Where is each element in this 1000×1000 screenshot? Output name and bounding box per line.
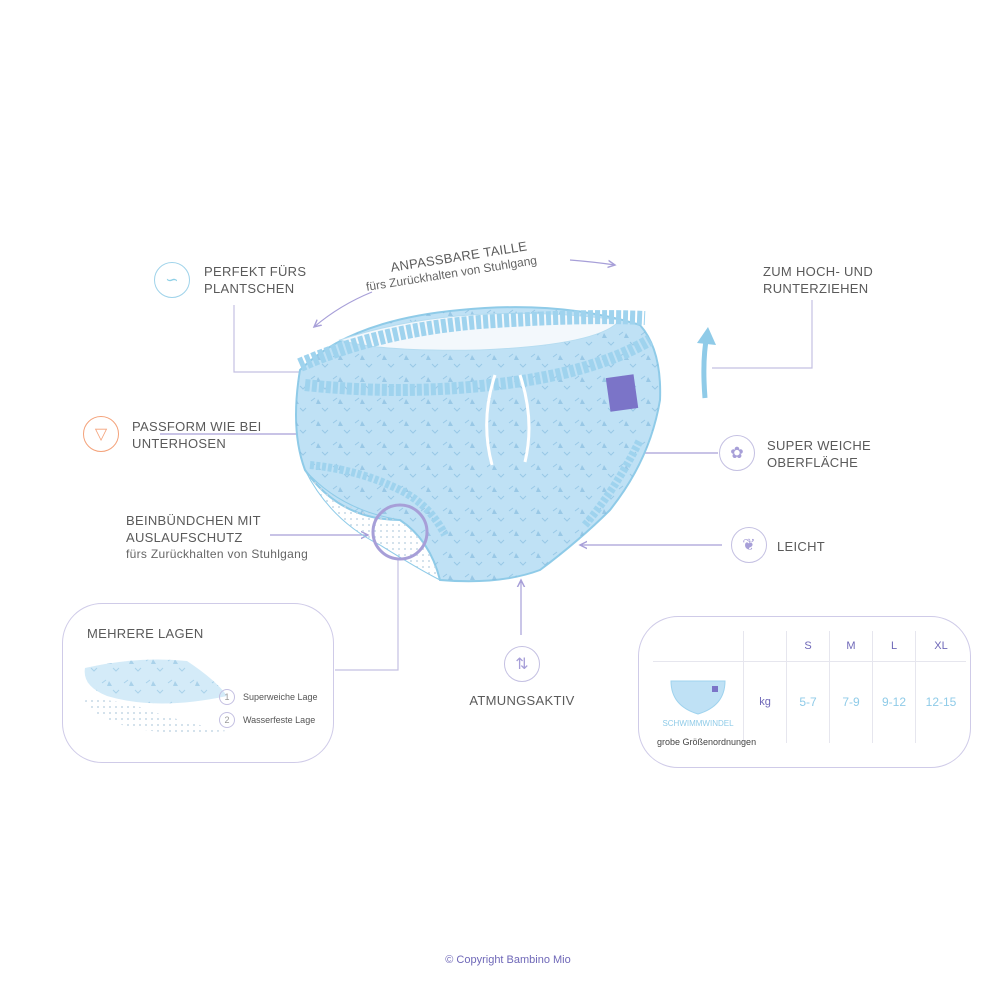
layer-item: 2 Wasserfeste Lage (219, 712, 318, 728)
arrow-taille-right (569, 259, 615, 265)
oberflaeche-line1: SUPER WEICHE (767, 438, 872, 453)
feature-leicht: LEICHT (777, 539, 826, 554)
size-header: XL (915, 631, 966, 661)
layer-label: Superweiche Lage (243, 692, 318, 702)
size-table: S M L XL SCHWIMMWINDEL kg 5-7 7-9 9-12 1… (653, 631, 966, 743)
passform-line2: UNTERHOSEN (132, 436, 227, 451)
layer-label: Wasserfeste Lage (243, 715, 316, 725)
beinbuendchen-subtitle: fürs Zurückhalten von Stuhlgang (126, 547, 309, 561)
leg-cuff-highlight (371, 503, 429, 561)
size-header: L (872, 631, 916, 661)
layers-panel: MEHRERE LAGEN 1 Superweiche Lage 2 Wasse… (62, 603, 334, 763)
unit-label: kg (743, 661, 787, 743)
size-note: grobe Größenordnungen (657, 737, 757, 747)
feature-atmungsaktiv: ATMUNGSAKTIV (469, 693, 575, 708)
arrow-up-icon (701, 334, 710, 399)
feature-passform: PASSFORM WIE BEI UNTERHOSEN (132, 418, 262, 452)
airflow-icon: ⇅ (504, 646, 540, 682)
size-value: 5-7 (786, 661, 830, 743)
connector-hochziehen (712, 300, 813, 369)
copyright: © Copyright Bambino Mio (445, 954, 571, 966)
oberflaeche-line2: OBERFLÄCHE (767, 455, 859, 470)
size-value: 9-12 (872, 661, 916, 743)
plantschen-line2: PLANTSCHEN (204, 281, 295, 296)
plantschen-line1: PERFEKT FÜRS (204, 264, 307, 279)
layer-number: 2 (219, 712, 235, 728)
connector-lagen (335, 560, 399, 671)
feature-plantschen: PERFEKT FÜRS PLANTSCHEN (204, 263, 306, 297)
product-cell: SCHWIMMWINDEL (653, 661, 744, 743)
hochziehen-line1: ZUM HOCH- UND (763, 264, 874, 279)
layers-illustration (82, 659, 227, 733)
layer-number: 1 (219, 689, 235, 705)
size-value: 7-9 (829, 661, 873, 743)
size-header: M (829, 631, 873, 661)
feature-oberflaeche: SUPER WEICHE OBERFLÄCHE (767, 437, 871, 471)
layers-title: MEHRERE LAGEN (87, 626, 204, 641)
size-chart-panel: S M L XL SCHWIMMWINDEL kg 5-7 7-9 9-12 1… (638, 616, 971, 768)
beinbuendchen-line2: AUSLAUFSCHUTZ (126, 530, 243, 545)
layers-legend: 1 Superweiche Lage 2 Wasserfeste Lage (219, 689, 318, 728)
arrow-taille-left (314, 291, 373, 327)
diaper-thumbnail-icon (670, 680, 726, 715)
beinbuendchen-line1: BEINBÜNDCHEN MIT (126, 513, 261, 528)
feature-beinbuendchen: BEINBÜNDCHEN MIT AUSLAUFSCHUTZ fürs Zurü… (126, 512, 308, 563)
soft-surface-icon: ✿ (719, 435, 755, 471)
passform-line1: PASSFORM WIE BEI (132, 419, 262, 434)
water-drop-icon: ∽ (154, 262, 190, 298)
product-name: SCHWIMMWINDEL (662, 719, 734, 729)
feather-icon: ❦ (731, 527, 767, 563)
swim-diaper-illustration (295, 306, 662, 583)
layer-item: 1 Superweiche Lage (219, 689, 318, 705)
feature-hochziehen: ZUM HOCH- UND RUNTERZIEHEN (763, 263, 873, 297)
hochziehen-line2: RUNTERZIEHEN (763, 281, 869, 296)
size-header: S (786, 631, 830, 661)
underwear-icon: ▽ (83, 416, 119, 452)
size-value: 12-15 (915, 661, 966, 743)
